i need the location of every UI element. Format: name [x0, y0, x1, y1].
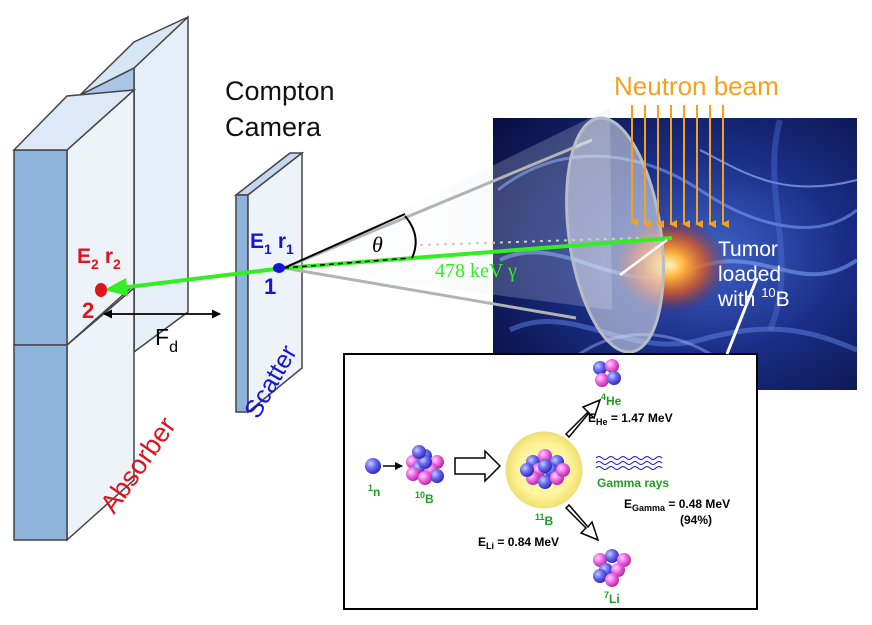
interaction-point-2: [95, 283, 107, 297]
compton-cone: [283, 108, 665, 354]
absorber-detector: [12, 15, 189, 542]
neutron-beam-arrows: [630, 105, 729, 228]
boron10-nucleus: [406, 445, 444, 485]
boron10-label: 10B: [415, 490, 434, 506]
reaction-arrow: [454, 449, 502, 483]
camera-title-line2: Camera: [225, 112, 322, 142]
point1-number: 1: [264, 274, 276, 299]
gamma-energy-label: 478 keV γ: [435, 260, 517, 282]
helium-arrow: [564, 398, 602, 439]
helium-label: 4He: [601, 392, 622, 408]
gamma-energy: EGamma = 0.48 MeV: [624, 497, 730, 513]
neutron-beam-label: Neutron beam: [614, 71, 779, 101]
interaction-point-1: [273, 263, 285, 273]
scatter-angle-symbol: θ: [372, 232, 383, 257]
lithium-energy: ELi = 0.84 MeV: [478, 535, 559, 551]
gamma-rays-label: Gamma rays: [597, 476, 669, 490]
tumor-label-line2: loaded: [718, 263, 781, 286]
point2-number: 2: [82, 298, 94, 323]
gamma-ray-path: [104, 213, 673, 296]
gamma-percentage: (94%): [680, 513, 712, 527]
lithium-arrow: [564, 503, 600, 542]
gamma-rays-wave: [595, 456, 663, 470]
neutron-label: 1n: [368, 483, 380, 499]
distance-label: Fd: [155, 324, 178, 356]
lithium-label: 7Li: [604, 590, 620, 606]
helium-energy: EHe = 1.47 MeV: [588, 411, 673, 427]
helium-nucleus: [593, 359, 621, 387]
scatter-detector: [233, 151, 305, 414]
boron11-nucleus: [520, 449, 570, 489]
neutron-particle: [365, 458, 381, 474]
tumor-label-line1: Tumor: [718, 238, 778, 261]
boron11-label: 11B: [535, 512, 554, 528]
lithium-nucleus: [593, 549, 631, 587]
camera-title-line1: Compton: [225, 76, 335, 106]
